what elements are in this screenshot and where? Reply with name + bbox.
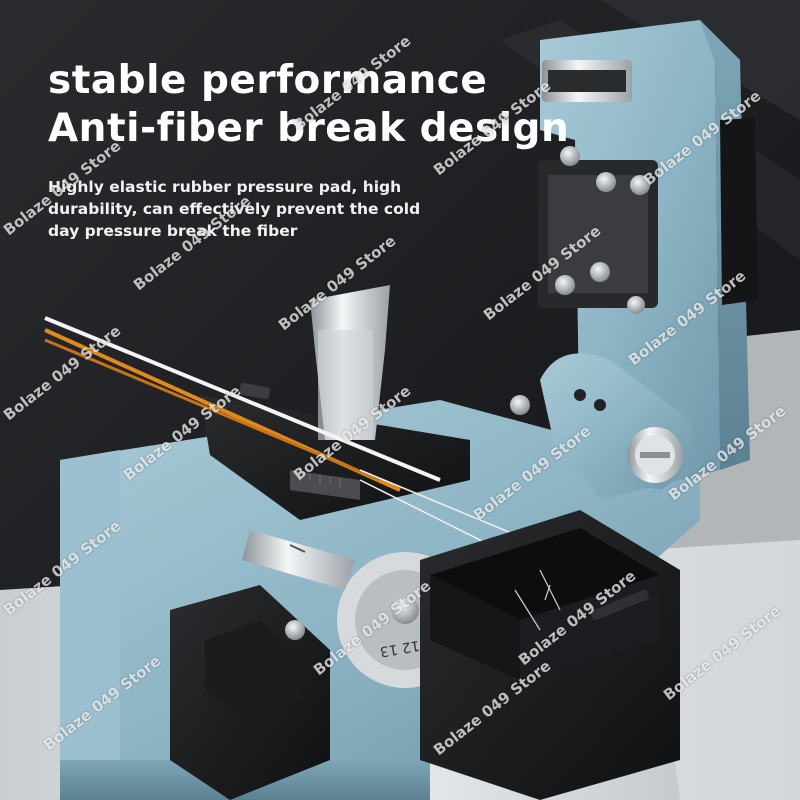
svg-text:12 13: 12 13	[379, 637, 421, 660]
description-line-1: Highly elastic rubber pressure pad, high	[48, 178, 402, 196]
description-line-3: day pressure break the fiber	[48, 222, 298, 240]
feature-description: Highly elastic rubber pressure pad, high…	[48, 176, 488, 242]
headline-line-2: Anti-fiber break design	[48, 106, 570, 151]
headline-line-1: stable performance	[48, 58, 488, 103]
description-line-2: durability, can effectively prevent the …	[48, 200, 421, 218]
